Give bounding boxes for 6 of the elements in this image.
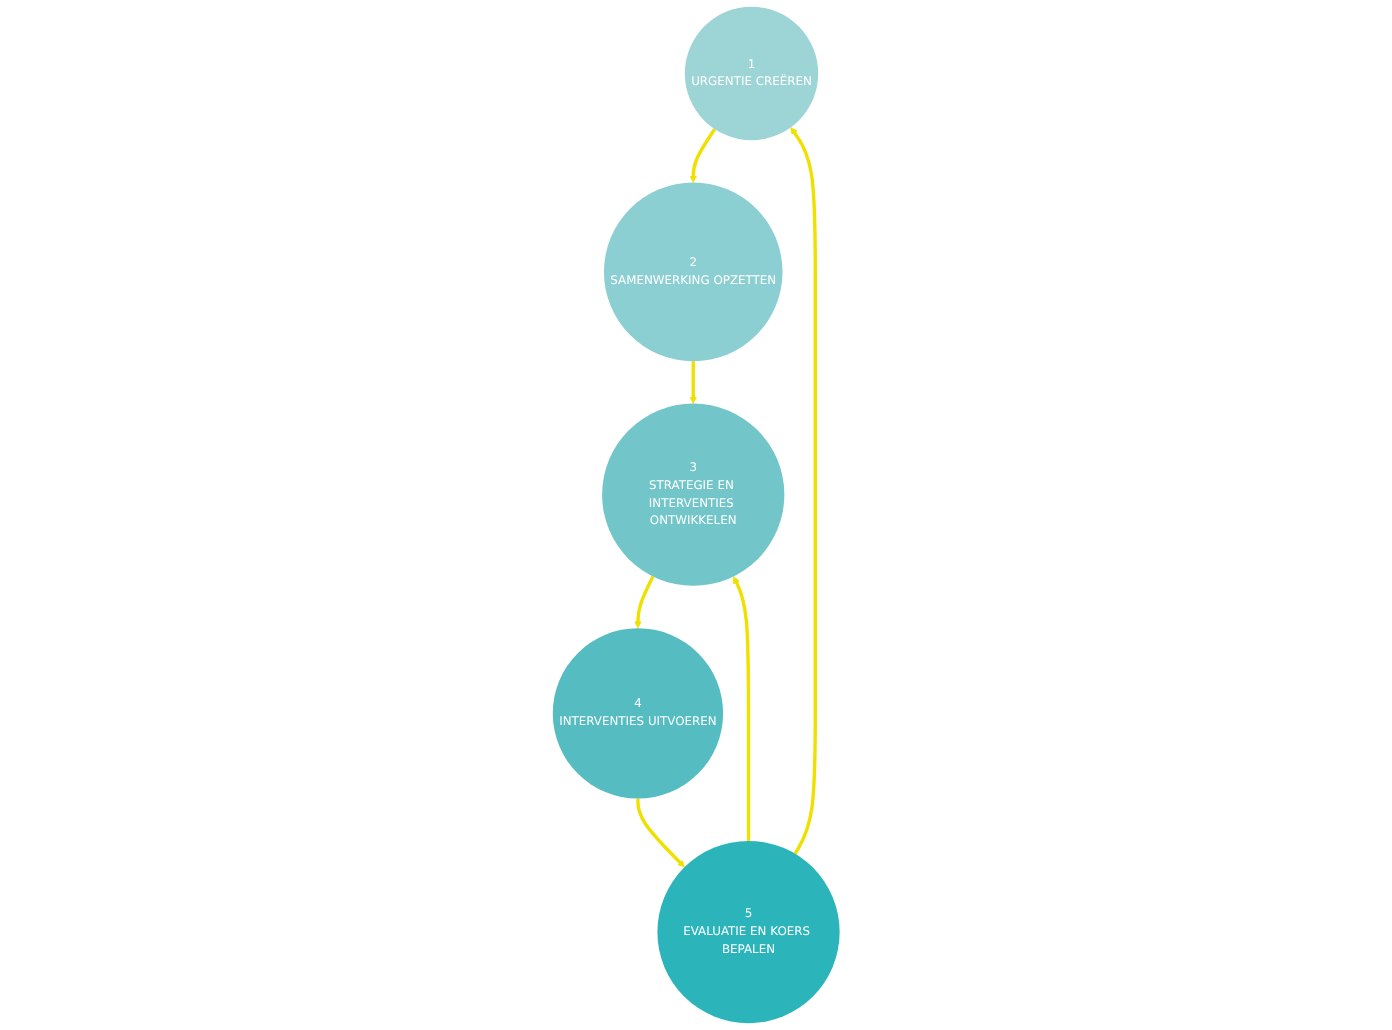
arrow — [634, 575, 655, 629]
arrow — [790, 127, 817, 855]
arrow — [732, 576, 750, 841]
arrow — [689, 128, 716, 183]
arrow — [636, 798, 685, 868]
arrow — [689, 361, 697, 404]
